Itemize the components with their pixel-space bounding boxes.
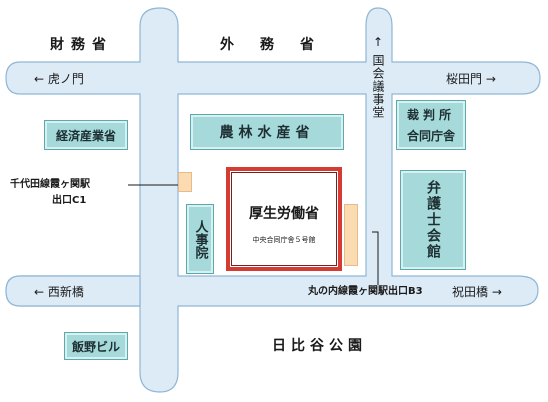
direction-kokkai: 国会議事堂 (371, 54, 385, 119)
area-gaimusho: 外務省 (220, 37, 340, 53)
main-building-name: 厚生労働省 (249, 206, 319, 222)
north-arrow-icon: ↑ (373, 35, 384, 49)
building-iino: 飯野ビル (64, 332, 128, 360)
direction-nishi-shinbashi: ← 西新橋 (34, 285, 84, 299)
building-keizai: 経済産業省 (44, 120, 128, 150)
building-jinjiin: 人事院 (186, 204, 214, 274)
road-junction (141, 277, 177, 305)
road-nishi-shinbashi (5, 275, 141, 307)
direction-toranomon: ← 虎ノ門 (34, 72, 84, 86)
direction-sakuradamon: 桜田門 → (446, 72, 496, 86)
area-hibiya-park: 日比谷公園 (272, 338, 367, 354)
direction-iwaidabashi: 祝田橋 → (452, 285, 502, 299)
b3-leader-line (372, 231, 379, 285)
exit-c1-label-line1: 千代田線霞ヶ関駅 (10, 179, 90, 190)
exit-c1-label-line2: 出口C1 (52, 195, 87, 206)
building-norin: 農林水産省 (190, 114, 344, 150)
building-main: 厚生労働省 中央合同庁舎５号館 (226, 167, 342, 271)
saibansho-line-2: 合同庁舎 (406, 129, 455, 143)
exit-b3-label: 丸の内線霞ヶ関駅出口B3 (308, 286, 423, 297)
saibansho-line-1: 裁判所 (406, 108, 455, 122)
exit-c1-marker (178, 172, 192, 192)
main-building-sub: 中央合同庁舎５号館 (252, 236, 316, 244)
building-saibansho: 裁判所 合同庁舎 (396, 100, 466, 150)
building-bengoshi: 弁護士会館 (400, 170, 466, 270)
area-zaimusho: 財務省 (50, 37, 113, 53)
exit-b3-marker (344, 204, 358, 266)
